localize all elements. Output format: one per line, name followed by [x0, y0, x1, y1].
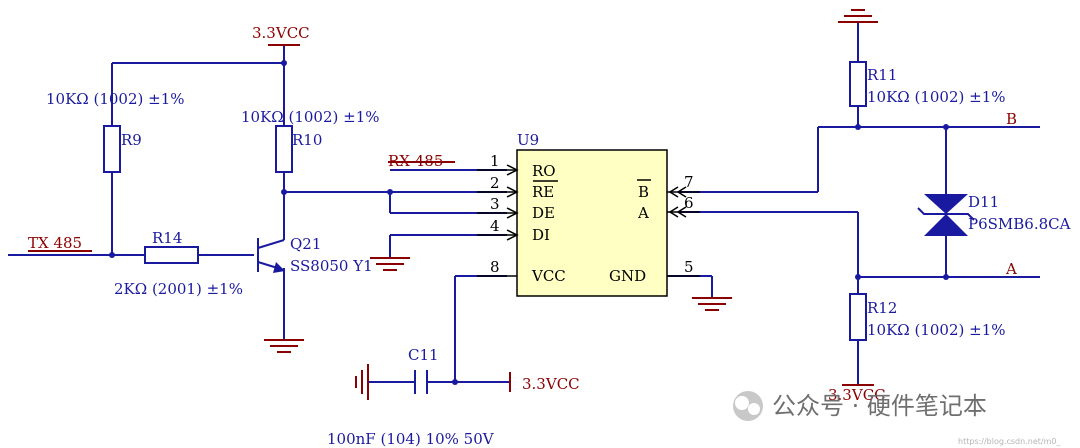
net-label-b: B: [1006, 110, 1017, 128]
pin-gnd-name: GND: [609, 267, 646, 285]
resistor-r9: [103, 125, 121, 173]
net-label-a: A: [1005, 260, 1017, 278]
net-label-tx: TX 485: [28, 234, 82, 252]
d11-value: P6SMB6.8CA: [968, 215, 1071, 233]
r11-ref: R11: [867, 66, 897, 84]
tvs-diode-d11: [917, 194, 975, 236]
junction-dot: [943, 124, 949, 130]
c11-ref: C11: [408, 346, 439, 364]
r11-value: 10KΩ (1002) ±1%: [867, 88, 1006, 106]
ground-symbol: [355, 364, 369, 400]
r9-ref: R9: [121, 131, 142, 149]
junction-dot: [943, 274, 949, 280]
junction-dot: [109, 252, 115, 258]
r12-value: 10KΩ (1002) ±1%: [867, 321, 1006, 339]
r14-value: 2KΩ (2001) ±1%: [114, 280, 243, 298]
ground-symbol: [264, 339, 304, 353]
r14-ref: R14: [152, 229, 182, 247]
resistor-r12: [849, 293, 867, 341]
pin-re-name: RE: [532, 183, 554, 201]
pin-de-name: DE: [532, 204, 555, 222]
r9-value: 10KΩ (1002) ±1%: [46, 90, 185, 108]
pin-ro-name: RO: [532, 162, 556, 180]
c11-value: 100nF (104) 10% 50V: [327, 430, 495, 448]
ground-symbol: [370, 257, 410, 271]
watermark-text: 公众号 · 硬件笔记本: [772, 392, 987, 420]
q21-ref: Q21: [290, 235, 321, 253]
pin-5-number: 5: [684, 258, 694, 276]
ground-symbol: [838, 9, 878, 23]
q21-value: SS8050 Y1: [290, 257, 373, 275]
pin-8-number: 8: [490, 258, 500, 276]
pin-2-number: 2: [490, 174, 500, 192]
r10-ref: R10: [292, 131, 322, 149]
junction-dot: [855, 274, 861, 280]
junction-dot: [855, 124, 861, 130]
junction-dot: [452, 379, 458, 385]
ic-ref: U9: [517, 131, 539, 149]
pin-7-number: 7: [684, 173, 694, 191]
r12-ref: R12: [867, 299, 897, 317]
net-label-rx: RX 485: [388, 152, 443, 170]
resistor-r10: [275, 125, 293, 173]
ground-symbol: [692, 297, 732, 311]
transistor-q21: [257, 238, 285, 273]
net-label-vcc-top: 3.3VCC: [252, 24, 310, 42]
capacitor-c11: [414, 370, 428, 394]
r10-value: 10KΩ (1002) ±1%: [241, 108, 380, 126]
emitter-arrow: [273, 262, 285, 273]
ic-body: [516, 149, 668, 297]
wechat-watermark: 公众号 · 硬件笔记本 https://blog.csdn.net/m0_: [733, 391, 1061, 446]
pin-1-number: 1: [490, 152, 500, 170]
pin-4-number: 4: [490, 217, 500, 235]
net-label-vcc-bottom: 3.3VCC: [828, 386, 886, 404]
pin-6-number: 6: [684, 194, 694, 212]
junction-dot: [387, 189, 393, 195]
pin-3-number: 3: [490, 195, 500, 213]
junction-dot: [281, 60, 287, 66]
junction-dot: [281, 189, 287, 195]
ic-u9: [477, 149, 700, 297]
net-label-vcc-cap: 3.3VCC: [522, 375, 580, 393]
watermark-url: https://blog.csdn.net/m0_: [958, 437, 1061, 446]
junctions: [109, 60, 949, 385]
pin-di-name: DI: [532, 226, 550, 244]
resistor-r11: [849, 61, 867, 107]
d11-ref: D11: [968, 193, 999, 211]
pin-a-name: A: [637, 204, 649, 222]
resistor-r14: [144, 246, 199, 264]
pin-vcc-name: VCC: [531, 267, 566, 285]
pin-b-name: B: [638, 183, 649, 201]
